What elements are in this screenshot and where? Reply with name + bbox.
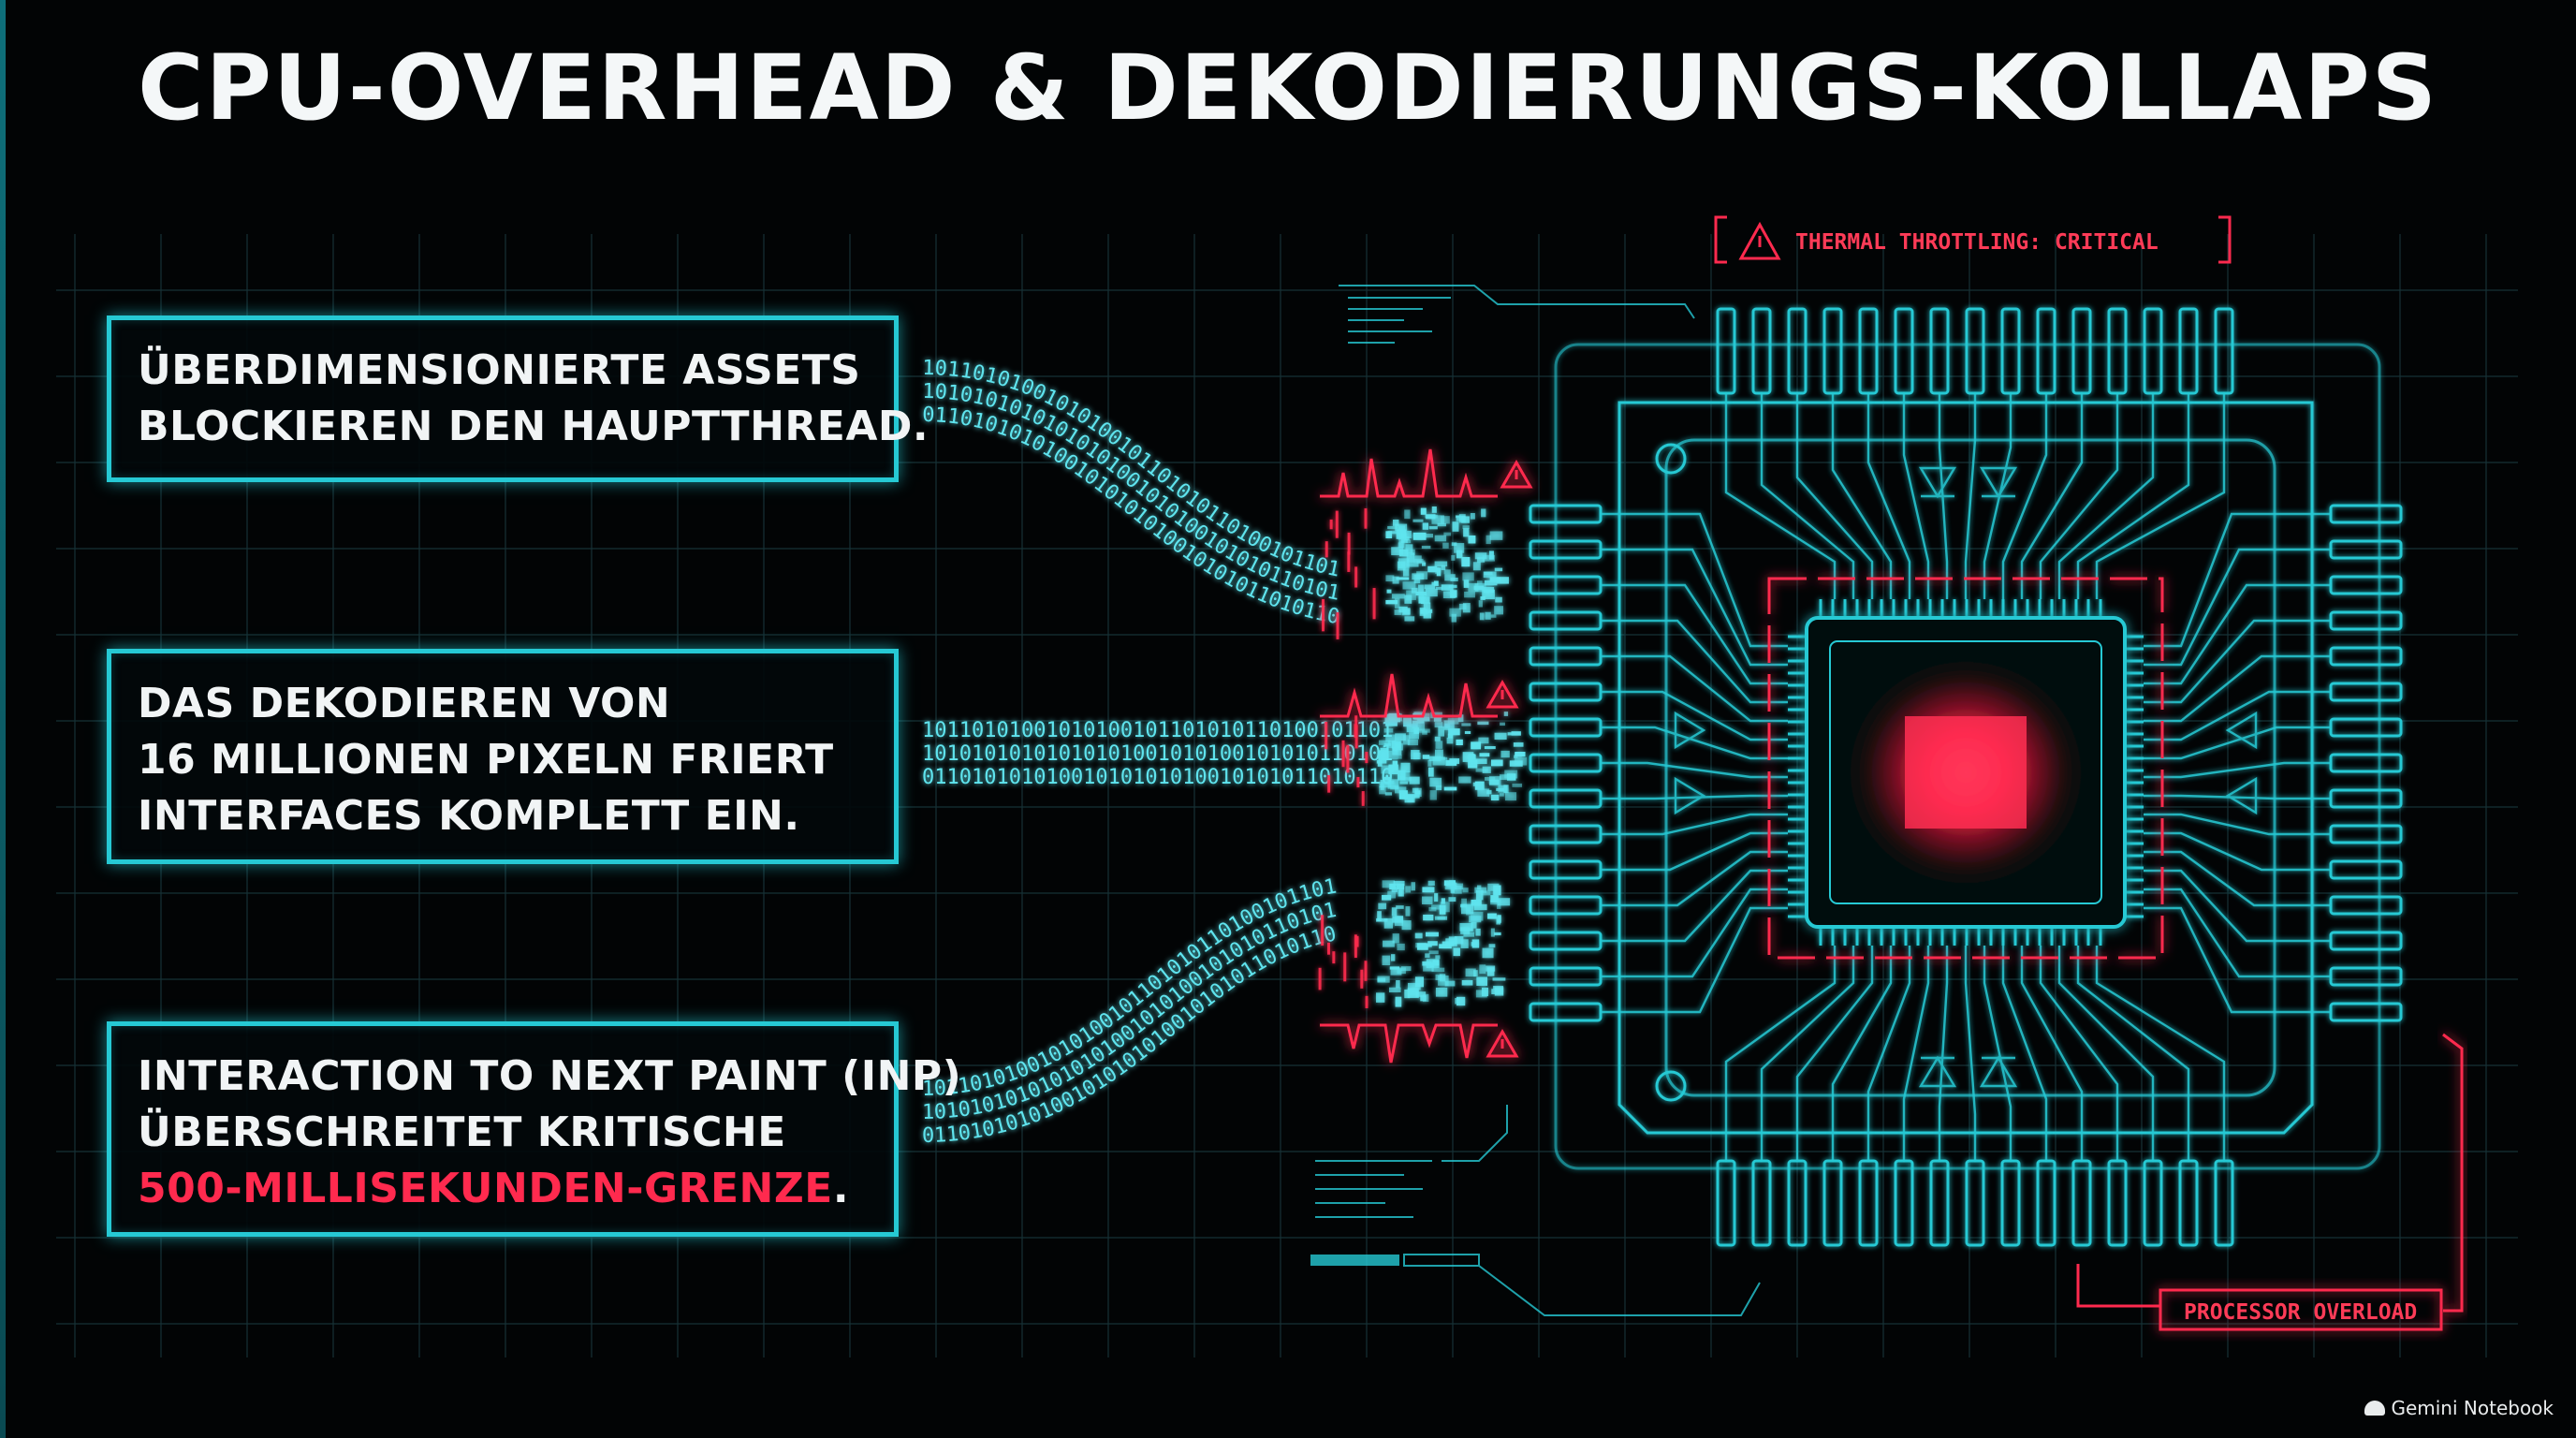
overload-label: PROCESSOR OVERLOAD (2184, 1300, 2417, 1325)
info-panel-decoding: DAS DEKODIEREN VON 16 MILLIONEN PIXELN F… (107, 649, 899, 864)
annotation-blocks (1310, 285, 1761, 1316)
svg-text:101101010010101001011010101101: 10110101001010100101101010110100101101 (922, 719, 1393, 742)
svg-text:101010101010101010010101001010: 10101010101010101001010100101010110101 (922, 742, 1393, 766)
page-title: CPU-OVERHEAD & DEKODIERUNGS-KOLLAPS (138, 36, 2438, 140)
inp-threshold-highlight: 500-MILLISEKUNDEN-GRENZE (138, 1165, 833, 1212)
panel-3-line-1: INTERACTION TO NEXT PAINT (INP) (138, 1052, 962, 1100)
thermal-warning-callout: THERMAL THROTTLING: CRITICAL (1714, 215, 2232, 264)
left-edge-accent (0, 0, 6, 1438)
warning-triangles (1486, 459, 1533, 1058)
panel-2-line-2: 16 MILLIONEN PIXELN FRIERT (138, 736, 834, 784)
warning-triangle-icon (1738, 221, 1781, 260)
panel-2-line-3: INTERFACES KOMPLETT EIN. (138, 792, 800, 840)
info-panel-inp: INTERACTION TO NEXT PAINT (INP) ÜBERSCHR… (107, 1021, 962, 1237)
watermark-text: Gemini Notebook (2391, 1397, 2554, 1419)
svg-text:011010101010010101010100101010: 01101010101001010101010010101011010110 (922, 766, 1393, 789)
panel-3-suffix: . (832, 1165, 850, 1212)
panel-3-line-3: 500-MILLISEKUNDEN-GRENZE. (138, 1161, 868, 1217)
info-panel-assets: ÜBERDIMENSIONIERTE ASSETS BLOCKIEREN DEN… (107, 315, 929, 482)
glitch-pixel-clusters (1318, 506, 1528, 1008)
gemini-logo-icon (2364, 1401, 2386, 1416)
watermark: Gemini Notebook (2364, 1397, 2554, 1419)
binary-stream-2: 10110101001010100101101010110100101101 1… (922, 719, 1393, 789)
panel-2-line-1: DAS DEKODIEREN VON (138, 680, 671, 727)
processor-overload-callout: PROCESSOR OVERLOAD (2076, 1033, 2464, 1331)
binary-stream-1: 10110101001010100101101010110100101101 1… (922, 357, 1342, 629)
red-waveform-spikes (1320, 448, 1498, 1064)
panel-1-line-2: BLOCKIEREN DEN HAUPTTHREAD. (138, 403, 929, 450)
cpu-core (1767, 577, 2164, 960)
panel-3-line-2: ÜBERSCHREITET KRITISCHE (138, 1108, 786, 1156)
panel-1-line-1: ÜBERDIMENSIONIERTE ASSETS (138, 346, 861, 394)
binary-stream-3: 10110101001010100101101010110100101101 1… (922, 875, 1339, 1149)
thermal-label: THERMAL THROTTLING: CRITICAL (1795, 230, 2159, 255)
